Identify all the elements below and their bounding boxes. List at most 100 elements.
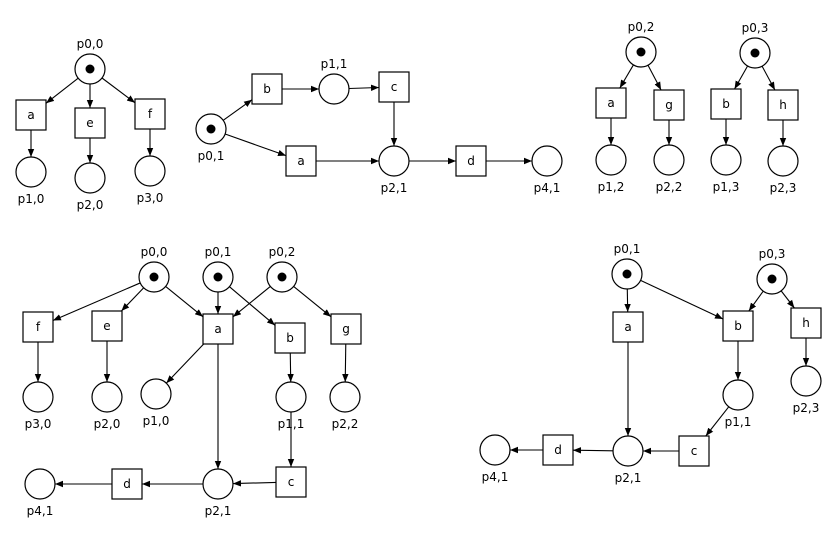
- transition-box: [251, 73, 283, 105]
- transition-box: [653, 89, 685, 121]
- net-4: p0,3 p1,3 p2,3 b h: [710, 21, 799, 195]
- token: [750, 48, 760, 58]
- transition-a: a: [612, 311, 644, 343]
- transition-label: d: [123, 477, 131, 491]
- token: [206, 124, 216, 134]
- transition-label: h: [779, 98, 787, 112]
- transition-box: [710, 88, 742, 120]
- arc: [222, 99, 253, 121]
- transition-label: d: [467, 154, 475, 168]
- place-label: p1,1: [278, 417, 305, 431]
- place-label: p2,0: [77, 198, 104, 212]
- transition-box: [111, 468, 143, 500]
- place-p2-2: p2,2: [653, 144, 685, 194]
- place-circle: [202, 468, 234, 500]
- transition-label: b: [734, 319, 742, 333]
- place-p3-0: p3,0: [134, 155, 166, 205]
- arc: [640, 279, 724, 320]
- transition-box: [275, 466, 307, 498]
- transition-label: a: [27, 108, 34, 122]
- place-circle: [378, 145, 410, 177]
- place-label: p1,0: [18, 192, 45, 206]
- transition-a: a: [285, 145, 317, 177]
- transition-label: a: [297, 154, 304, 168]
- transition-label: c: [391, 80, 398, 94]
- place-label: p1,3: [713, 180, 740, 194]
- place-p0-2: p0,2: [266, 245, 298, 293]
- place-circle: [15, 156, 47, 188]
- arc: [229, 286, 276, 326]
- place-p0-1: p0,1: [202, 245, 234, 293]
- arc: [45, 77, 79, 104]
- transition-box: [678, 435, 710, 467]
- place-label: p2,0: [94, 417, 121, 431]
- transition-d: d: [542, 434, 574, 466]
- transition-box: [790, 307, 822, 339]
- place-label: p2,2: [656, 180, 683, 194]
- transition-box: [15, 99, 47, 131]
- place-p0-3: p0,3: [739, 21, 771, 69]
- transition-label: e: [86, 116, 93, 130]
- place-circle: [91, 381, 123, 413]
- arc: [761, 65, 776, 91]
- transition-a: a: [15, 99, 47, 131]
- transition-box: [202, 313, 234, 345]
- place-label: p0,1: [198, 149, 225, 163]
- transition-label: f: [148, 107, 153, 121]
- arc: [232, 480, 277, 487]
- place-p1-1: p1,1: [722, 379, 754, 429]
- place-circle: [74, 162, 106, 194]
- arc: [342, 343, 349, 383]
- place-p0-1: p0,1: [611, 242, 643, 290]
- transition-b: b: [710, 88, 742, 120]
- place-label: p3,0: [25, 417, 52, 431]
- transition-label: a: [624, 320, 631, 334]
- place-circle: [790, 365, 822, 397]
- token: [213, 272, 223, 282]
- transition-label: f: [36, 320, 41, 334]
- transition-box: [612, 311, 644, 343]
- transition-label: c: [288, 475, 295, 489]
- arc: [780, 290, 795, 309]
- place-p2-1: p2,1: [202, 468, 234, 518]
- place-circle: [612, 435, 644, 467]
- transition-label: e: [103, 319, 110, 333]
- transition-box: [722, 310, 754, 342]
- token: [85, 64, 95, 74]
- transition-c: c: [275, 466, 307, 498]
- arc: [348, 84, 380, 91]
- place-label: p0,3: [742, 21, 769, 35]
- arc: [293, 286, 332, 318]
- transition-box: [74, 107, 106, 139]
- place-p0-1: p0,1: [195, 113, 227, 163]
- place-label: p2,3: [770, 181, 797, 195]
- transition-box: [134, 98, 166, 130]
- transition-label: g: [342, 322, 350, 336]
- place-p4-1: p4,1: [24, 468, 56, 518]
- place-p1-0: p1,0: [15, 156, 47, 206]
- arc: [734, 65, 749, 90]
- token: [767, 274, 777, 284]
- place-p4-1: p4,1: [531, 145, 563, 195]
- place-circle: [134, 155, 166, 187]
- place-circle: [140, 378, 172, 410]
- place-circle: [275, 381, 307, 413]
- place-label: p4,1: [27, 504, 54, 518]
- place-p4-1: p4,1: [479, 434, 511, 484]
- arc: [224, 133, 287, 157]
- transition-d: d: [455, 145, 487, 177]
- transition-h: h: [767, 89, 799, 121]
- place-p1-3: p1,3: [710, 144, 742, 194]
- arc: [165, 343, 205, 384]
- transition-box: [767, 89, 799, 121]
- transition-g: g: [653, 89, 685, 121]
- place-p0-0: p0,0: [74, 37, 106, 85]
- transition-c: c: [378, 71, 410, 103]
- place-label: p2,2: [332, 417, 359, 431]
- place-p0-0: p0,0: [138, 245, 170, 293]
- place-circle: [24, 468, 56, 500]
- place-label: p2,1: [615, 471, 642, 485]
- transition-label: d: [554, 443, 562, 457]
